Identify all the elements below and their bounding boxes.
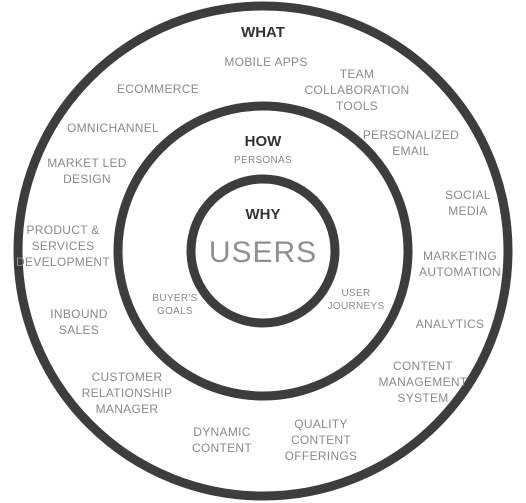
how-item-line: GOALS bbox=[157, 306, 193, 317]
what-item: QUALITY CONTENT OFFERINGS bbox=[285, 417, 358, 463]
what-item-line: COLLABORATION bbox=[304, 83, 409, 97]
what-item: INBOUND SALES bbox=[50, 307, 107, 337]
what-item: ANALYTICS bbox=[416, 317, 485, 331]
what-item-line: OMNICHANNEL bbox=[67, 121, 159, 135]
what-item: SOCIAL MEDIA bbox=[445, 188, 491, 218]
what-item-line: MEDIA bbox=[448, 204, 488, 218]
what-item: MOBILE APPS bbox=[224, 55, 307, 69]
how-item-line: BUYER'S bbox=[152, 293, 197, 304]
what-title: WHAT bbox=[241, 24, 285, 41]
why-ring bbox=[186, 174, 340, 328]
what-item: OMNICHANNEL bbox=[67, 121, 159, 135]
what-item-line: MANAGER bbox=[96, 402, 159, 416]
what-item-line: DEVELOPMENT bbox=[16, 255, 110, 269]
what-item-line: DYNAMIC bbox=[193, 425, 250, 439]
how-item-line: PERSONAS bbox=[234, 155, 292, 166]
how-item-line: JOURNEYS bbox=[328, 301, 385, 312]
what-item-line: PERSONALIZED bbox=[363, 128, 459, 142]
what-item-line: CUSTOMER bbox=[92, 370, 163, 384]
what-item: TEAM COLLABORATION TOOLS bbox=[304, 67, 409, 113]
what-item: CUSTOMER RELATIONSHIP MANAGER bbox=[82, 370, 173, 416]
what-items: MOBILE APPS TEAM COLLABORATION TOOLS ECOMMER… bbox=[16, 55, 501, 463]
what-item-line: MARKETING bbox=[423, 249, 497, 263]
why-title: WHY bbox=[246, 206, 281, 223]
what-item: MARKETING AUTOMATION bbox=[419, 249, 501, 279]
what-item-line: SERVICES bbox=[32, 239, 95, 253]
what-item-line: CONTENT bbox=[192, 441, 252, 455]
what-item-line: PRODUCT & bbox=[26, 223, 99, 237]
what-item-line: RELATIONSHIP bbox=[82, 386, 173, 400]
how-item: BUYER'S GOALS bbox=[152, 293, 197, 317]
what-item: MARKET LED DESIGN bbox=[47, 156, 126, 186]
what-item-line: SYSTEM bbox=[397, 391, 448, 405]
what-ring bbox=[13, 1, 513, 501]
what-item: PERSONALIZED EMAIL bbox=[363, 128, 459, 158]
what-item-line: INBOUND bbox=[50, 307, 107, 321]
what-item-line: OFFERINGS bbox=[285, 449, 358, 463]
what-item-line: TOOLS bbox=[336, 99, 378, 113]
what-item: CONTENT MANAGEMENT SYSTEM bbox=[378, 359, 467, 405]
how-items: PERSONAS BUYER'S GOALS USER JOURNEYS bbox=[152, 155, 384, 317]
what-item-line: TEAM bbox=[340, 67, 375, 81]
what-item-line: CONTENT bbox=[291, 433, 351, 447]
what-item-line: SALES bbox=[59, 323, 99, 337]
what-item-line: SOCIAL bbox=[445, 188, 491, 202]
what-item: ECOMMERCE bbox=[117, 82, 199, 96]
how-item: USER JOURNEYS bbox=[328, 288, 385, 312]
how-ring bbox=[113, 101, 413, 401]
how-item: PERSONAS bbox=[234, 155, 292, 166]
users-label: USERS bbox=[209, 236, 317, 269]
what-item-line: DESIGN bbox=[63, 172, 111, 186]
how-title: HOW bbox=[245, 133, 283, 150]
what-item: DYNAMIC CONTENT bbox=[192, 425, 252, 455]
what-item-line: MANAGEMENT bbox=[378, 375, 467, 389]
what-item: PRODUCT & SERVICES DEVELOPMENT bbox=[16, 223, 110, 269]
what-item-line: CONTENT bbox=[393, 359, 453, 373]
what-item-line: ECOMMERCE bbox=[117, 82, 199, 96]
what-item-line: EMAIL bbox=[392, 144, 430, 158]
what-item-line: ANALYTICS bbox=[416, 317, 485, 331]
what-item-line: QUALITY bbox=[294, 417, 347, 431]
what-item-line: MARKET LED bbox=[47, 156, 126, 170]
what-item-line: AUTOMATION bbox=[419, 265, 501, 279]
what-item-line: MOBILE APPS bbox=[224, 55, 307, 69]
how-item-line: USER bbox=[342, 288, 371, 299]
